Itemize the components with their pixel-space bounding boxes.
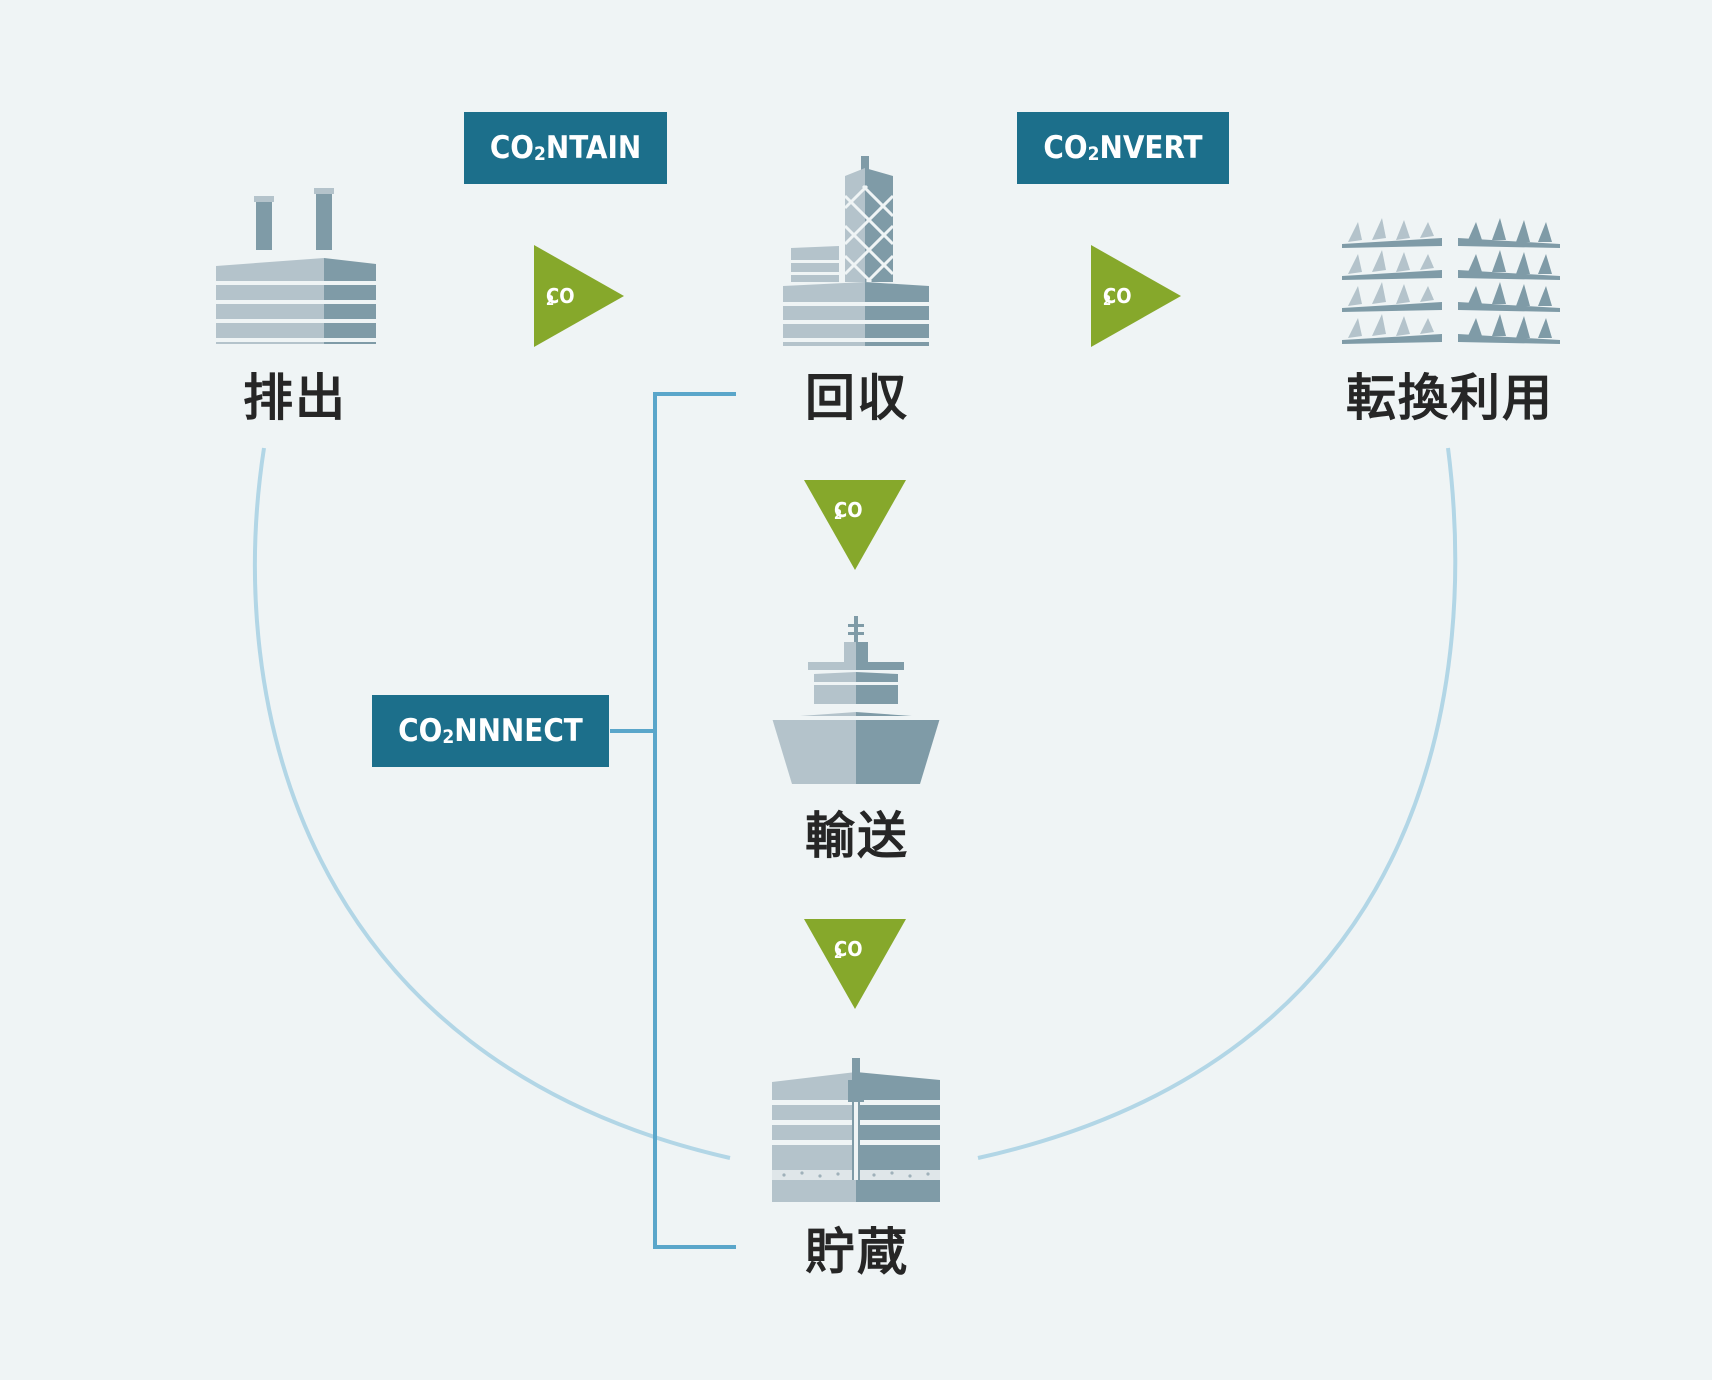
- arrow-down-icon: [804, 919, 906, 1009]
- arrow-right-icon: [534, 245, 624, 347]
- arrow-right-icon: [1091, 245, 1181, 347]
- arrow-down-icon: [804, 480, 906, 570]
- badge-subscript: 2: [534, 143, 546, 165]
- plant-shelves-icon: [1338, 214, 1564, 344]
- badge-subscript: 2: [1087, 143, 1100, 165]
- badge-text: CO: [398, 713, 443, 749]
- factory-icon: [214, 188, 380, 346]
- cycle-arc-right: [977, 447, 1458, 1160]
- badge-text: CO: [489, 130, 534, 166]
- badge-text: NNNECT: [454, 713, 583, 749]
- stage-label-capture: 回収: [805, 369, 909, 427]
- badge-text: NVERT: [1099, 130, 1203, 166]
- capture-tower-icon: [783, 156, 931, 346]
- connect-badge: CO2NNNECT: [372, 695, 609, 767]
- cycle-arc-left: [252, 447, 731, 1160]
- stage-label-conversion: 転換利用: [1346, 369, 1554, 427]
- arrow-subscript: 2: [1103, 294, 1112, 309]
- stage-label-transport: 輸送: [805, 807, 909, 865]
- contain-badge: CO2NTAIN: [464, 112, 667, 184]
- badge-text: CO: [1043, 130, 1088, 166]
- convert-badge: CO2NVERT: [1017, 112, 1229, 184]
- storage-well-icon: [770, 1058, 942, 1202]
- arrow-text: CO: [834, 937, 863, 961]
- arrow-subscript: 2: [834, 947, 843, 962]
- badge-text: NTAIN: [545, 130, 642, 166]
- ship-icon: [770, 616, 942, 784]
- connect-bracket: [653, 392, 736, 1249]
- stage-label-emission: 排出: [243, 369, 347, 427]
- arrow-subscript: 2: [834, 508, 843, 523]
- badge-subscript: 2: [442, 726, 455, 748]
- arrow-text: CO: [834, 498, 863, 522]
- stage-label-storage: 貯蔵: [805, 1223, 909, 1281]
- arrow-text: CO: [1103, 284, 1132, 308]
- arrow-text: CO: [546, 284, 575, 308]
- arrow-subscript: 2: [546, 294, 555, 309]
